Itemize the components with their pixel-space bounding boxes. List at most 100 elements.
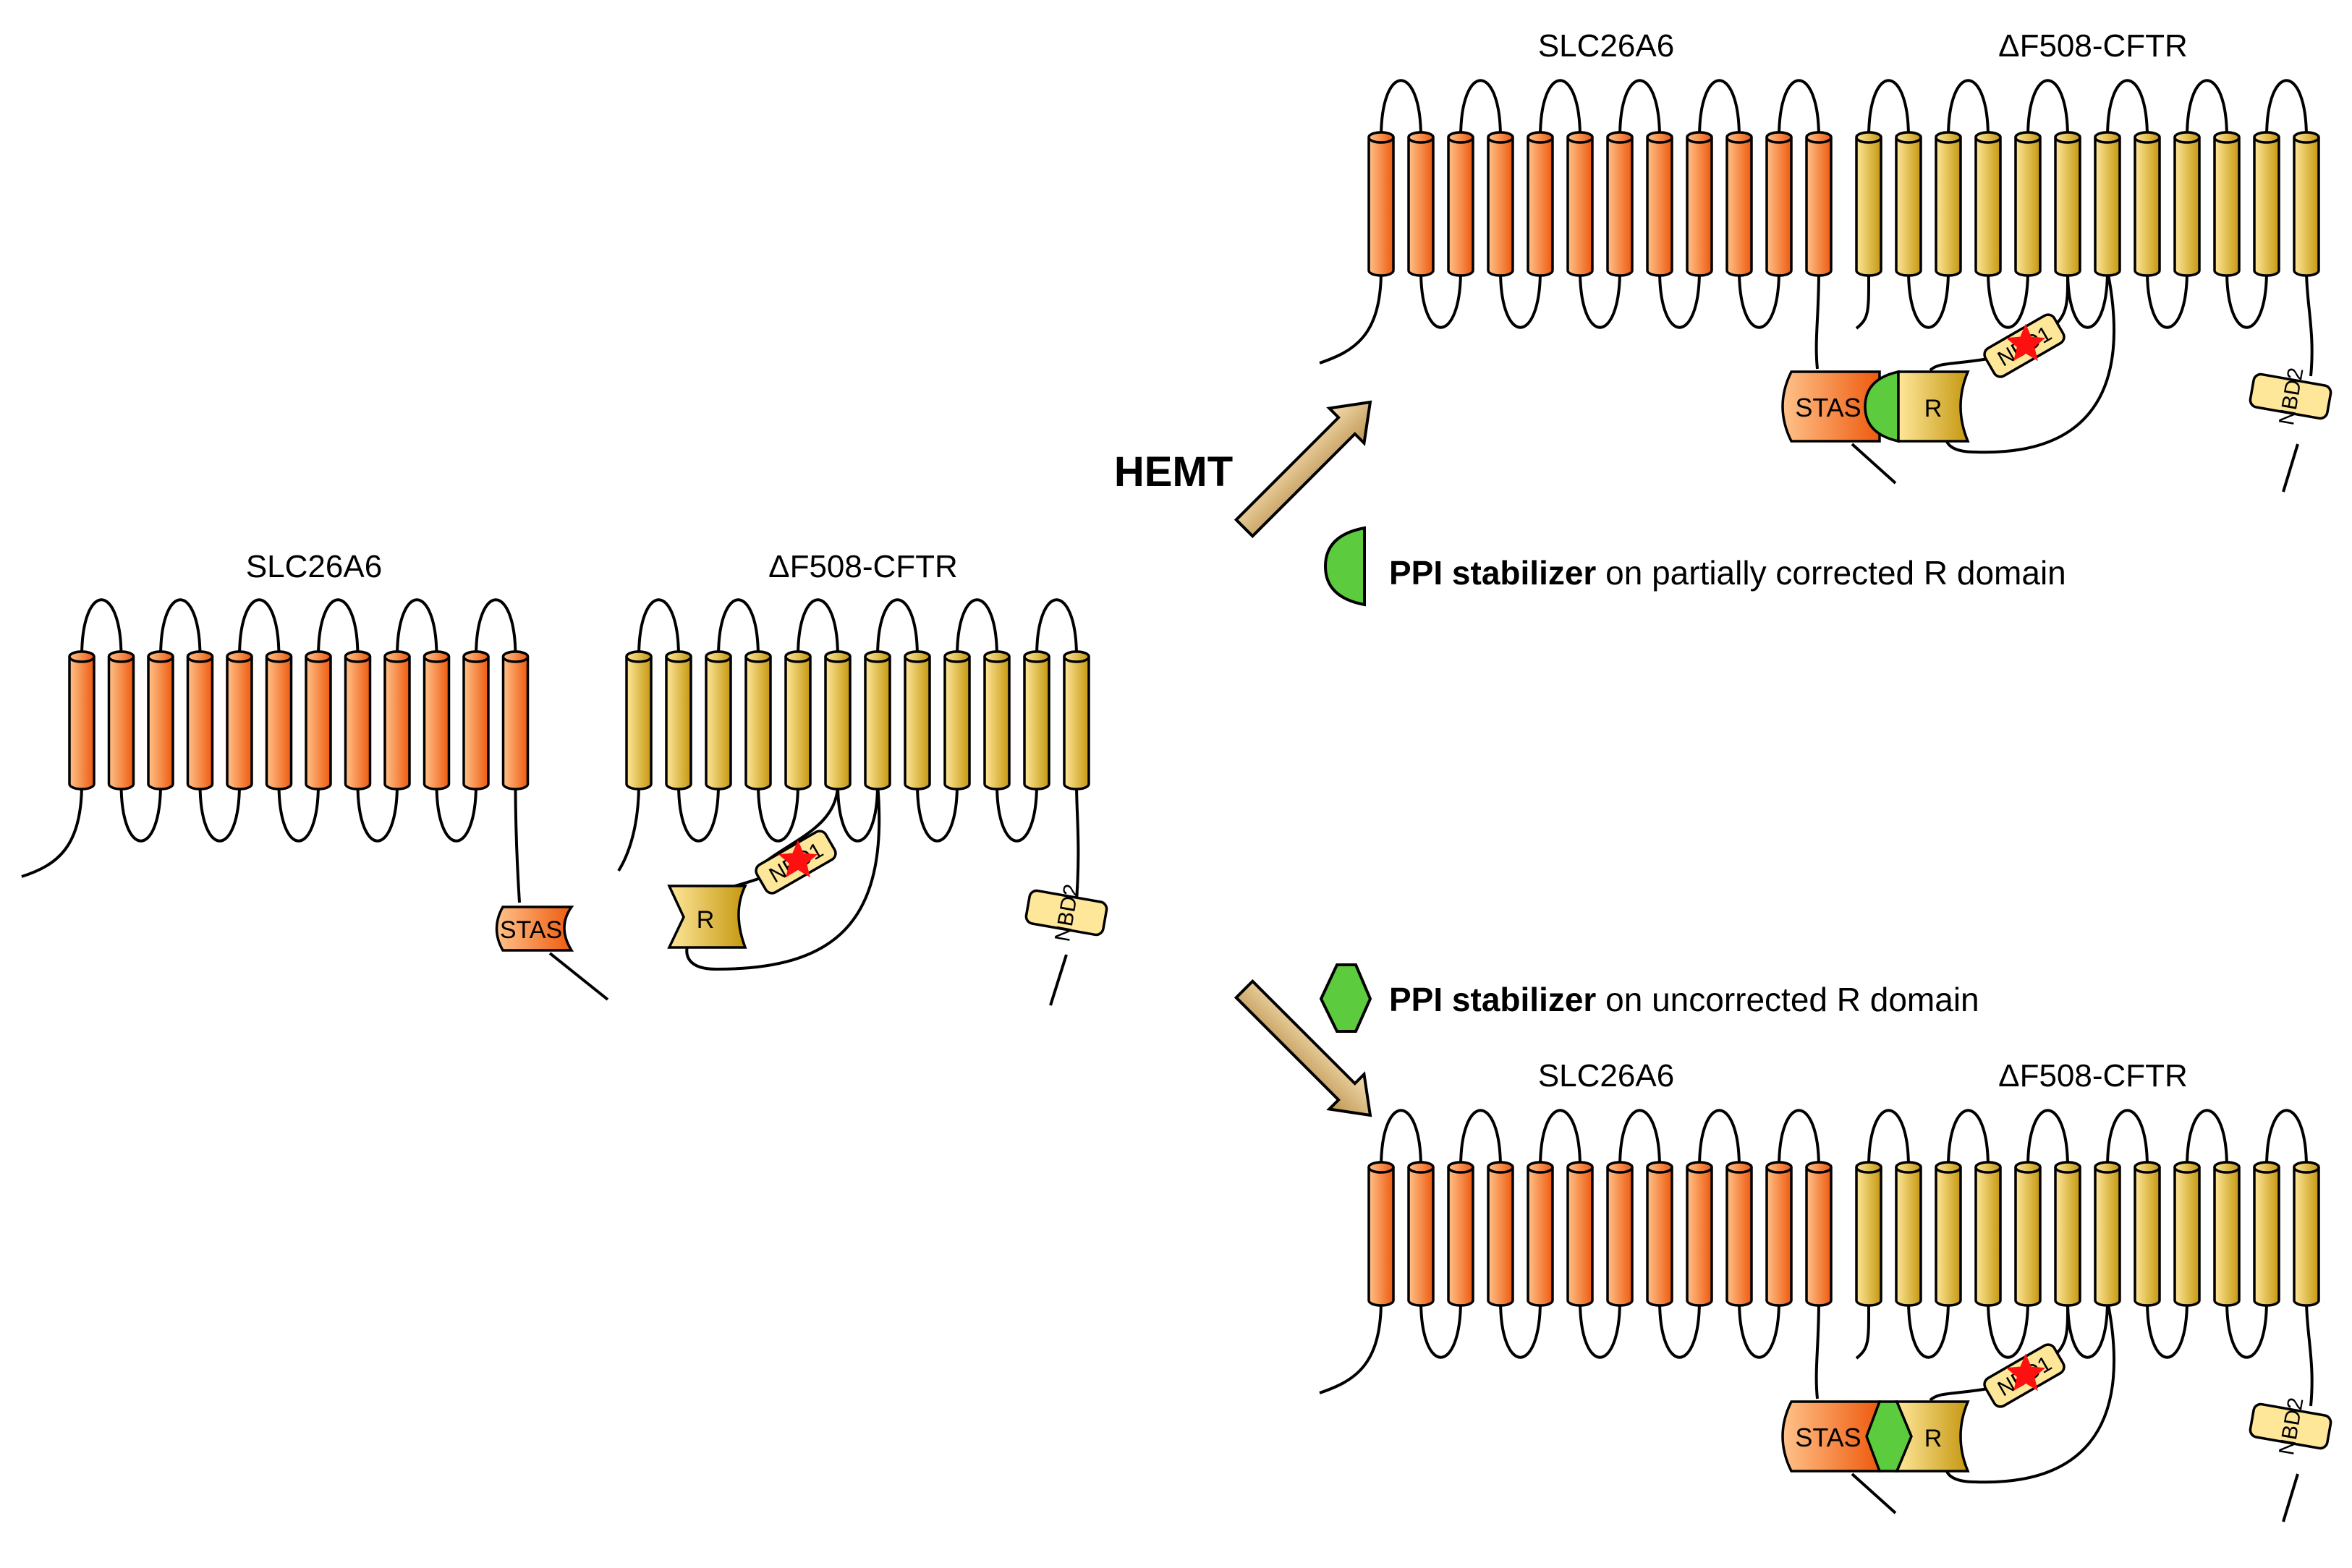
uncorrected-panel-slc-helix-7: [1606, 1161, 1634, 1307]
slc-helix-8: [344, 650, 372, 791]
cftr-helix-12: [1063, 650, 1090, 791]
uncorrected-panel-slc-helix-12: [1805, 1161, 1833, 1307]
uncorrected-panel-cftr-helix-11: [2253, 1161, 2280, 1307]
partial-panel-mutation-star-icon: [2005, 323, 2046, 362]
cftr-helix-5: [784, 650, 812, 791]
slc-helix-9: [383, 650, 411, 791]
partial-panel-cftr-helix-10: [2213, 131, 2241, 277]
cftr-helix-4: [744, 650, 772, 791]
hexagon-stabilizer-icon: [1319, 963, 1372, 1033]
partial-panel-slc-helix-8: [1646, 131, 1673, 277]
partial-panel-slc-helix-1: [1367, 131, 1395, 277]
uncorrected-panel-slc-c-tail: [1814, 1300, 1897, 1514]
uncorrected-panel-cftr-helix-2: [1895, 1161, 1922, 1307]
membrane-loops: [637, 598, 1078, 843]
partial-panel-cftr-helix-1: [1855, 131, 1882, 277]
mutation-star-icon: [778, 840, 818, 878]
cftr-helix-11: [1023, 650, 1050, 791]
slc-helix-5: [226, 650, 253, 791]
partial-panel-r-domain: R: [1897, 370, 1970, 443]
slc-helix-6: [265, 650, 293, 791]
r-label: R: [697, 906, 715, 934]
cftr-helix-1: [625, 650, 653, 791]
uncorrected-panel-r-label: R: [1924, 1425, 1943, 1452]
partial-panel-cftr-helix-2: [1895, 131, 1922, 277]
partial-panel-slc-helix-3: [1447, 131, 1474, 277]
partial-panel-cftr-helix-12: [2293, 131, 2320, 277]
slc-helix-2: [107, 650, 135, 791]
uncorrected-panel-cftr-loop-back: [1945, 1300, 2115, 1484]
partial-panel-slc-helix-10: [1725, 131, 1753, 277]
partial-panel-slc-helix-9: [1686, 131, 1713, 277]
uncorrected-panel-slc-helix-5: [1527, 1161, 1554, 1307]
membrane-loops: [1380, 1109, 1820, 1359]
uncorrected-panel-mutation-star-icon: [2005, 1353, 2046, 1392]
stas-domain: STAS: [495, 906, 574, 952]
partial-panel-slc-helix-12: [1805, 131, 1833, 277]
partial-panel-slc-n-tail: [1319, 270, 1383, 365]
slc-helix-1: [68, 650, 95, 791]
nbd2-domain: NBD2: [1024, 882, 1108, 943]
uncorrected-panel-nbd2-domain: NBD2: [2249, 1396, 2332, 1457]
partial-panel-nbd2-domain: NBD2: [2249, 366, 2332, 427]
membrane-loops: [1380, 79, 1820, 329]
partial-panel-stas-domain: STAS: [1781, 370, 1881, 443]
cftr-title: ΔF508-CFTR: [768, 549, 958, 584]
slc-helix-3: [147, 650, 174, 791]
uncorrected-panel-stas-label: STAS: [1795, 1423, 1861, 1452]
uncorrected-panel-cftr-helix-10: [2213, 1161, 2241, 1307]
uncorrected-panel-slc-helix-4: [1487, 1161, 1514, 1307]
cftr-helix-9: [943, 650, 971, 791]
uncorrected-panel-slc-helix-9: [1686, 1161, 1713, 1307]
uncorrected-panel-cftr-helix-4: [1974, 1161, 2002, 1307]
partial-panel-cftr-helix-5: [2014, 131, 2042, 277]
uncorrected-panel-slc-helix-11: [1765, 1161, 1793, 1307]
cftr-helix-3: [705, 650, 732, 791]
cftr-c-tail: [1049, 783, 1080, 1006]
uncorrected-panel-r-nbd1-linker: [1929, 1386, 1997, 1402]
hemt-arrow-up: [1234, 400, 1372, 539]
hemt-arrow-down: [1234, 979, 1372, 1117]
uncorrected-panel-slc-helix-6: [1566, 1161, 1594, 1307]
uncorrected-panel-cftr-helix-8: [2134, 1161, 2161, 1307]
partial-panel-slc-title: SLC26A6: [1538, 28, 1674, 64]
partial-panel-cftr-helix-4: [1974, 131, 2002, 277]
slc-helix-12: [501, 650, 530, 791]
partial-panel-cftr-helix-8: [2134, 131, 2161, 277]
partial-panel-slc-c-tail: [1814, 270, 1897, 485]
partial-panel-r-label: R: [1924, 395, 1943, 422]
cftr-helix-2: [665, 650, 692, 791]
partial-panel-cftr-helix-6: [2054, 131, 2081, 277]
partial-panel-slc-helix-7: [1606, 131, 1634, 277]
uncorrected-panel-cftr-helix-6: [2054, 1161, 2081, 1307]
partial-panel-cftr-helix-3: [1935, 131, 1962, 277]
partial-panel-cftr-title: ΔF508-CFTR: [1998, 28, 2188, 64]
partial-panel-slc-helix-11: [1765, 131, 1793, 277]
uncorrected-panel-slc-n-tail: [1319, 1300, 1383, 1394]
uncorrected-panel-slc-helix-1: [1367, 1161, 1395, 1307]
cftr-helix-7: [864, 650, 891, 791]
uncorrected-panel-stas-domain: STAS: [1781, 1400, 1881, 1473]
cftr-n-tail: [617, 783, 640, 872]
partial-panel-stabilizer-icon: [1864, 370, 1900, 443]
slc-c-tail: [514, 783, 609, 1001]
membrane-loops: [1867, 79, 2308, 329]
uncorrected-panel-cftr-helix-9: [2173, 1161, 2201, 1307]
hemt-label: HEMT: [1114, 448, 1233, 495]
partial-panel-cftr-c-tail: [2282, 270, 2314, 493]
uncorrected-panel-slc-helix-8: [1646, 1161, 1673, 1307]
partial-panel-nbd2-domain-label: NBD2: [2275, 366, 2308, 427]
r-domain: R: [667, 885, 747, 949]
slc-helix-10: [423, 650, 451, 791]
partial-panel-slc-helix-4: [1487, 131, 1514, 277]
partial-panel-slc-helix-6: [1566, 131, 1594, 277]
partial-panel-cftr-n-tail: [1855, 270, 1871, 330]
half-round-stabilizer-icon: [1323, 526, 1366, 607]
partial-panel-stas-label: STAS: [1795, 393, 1861, 422]
uncorrected-panel-cftr-helix-5: [2014, 1161, 2042, 1307]
partial-panel-slc-helix-5: [1527, 131, 1554, 277]
